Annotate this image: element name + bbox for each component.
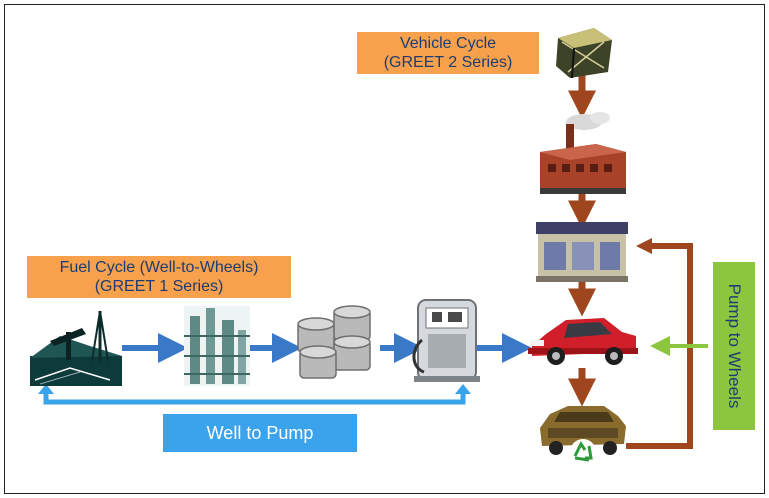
well-to-pump-label: Well to Pump <box>163 414 357 452</box>
vehicle-cycle-title: Vehicle Cycle <box>399 35 497 52</box>
raw-materials-crate-icon <box>556 28 612 79</box>
factory-icon <box>540 112 626 194</box>
well-to-pump-bracket <box>38 384 471 405</box>
diagram-frame <box>4 4 765 494</box>
fuel-cycle-label: Fuel Cycle (Well-to-Wheels) (GREET 1 Ser… <box>27 256 291 298</box>
oil-well-icon <box>30 310 122 386</box>
vehicle-cycle-series: (GREET 2 Series) <box>383 54 513 71</box>
fuel-cycle-series: (GREET 1 Series) <box>94 278 224 295</box>
fuel-barrels-icon <box>297 305 371 379</box>
pump-to-wheels-box: Pump to Wheels <box>713 262 755 430</box>
vehicle-cycle-label: Vehicle Cycle (GREET 2 Series) <box>357 32 539 74</box>
gas-pump-icon <box>412 299 480 382</box>
refinery-icon <box>184 306 250 386</box>
recycled-car-icon <box>540 406 626 465</box>
pump-to-wheels-label: Pump to Wheels <box>725 283 744 409</box>
red-car-icon <box>528 318 638 365</box>
dealership-icon <box>536 222 628 282</box>
fuel-cycle-title: Fuel Cycle (Well-to-Wheels) <box>59 259 259 276</box>
